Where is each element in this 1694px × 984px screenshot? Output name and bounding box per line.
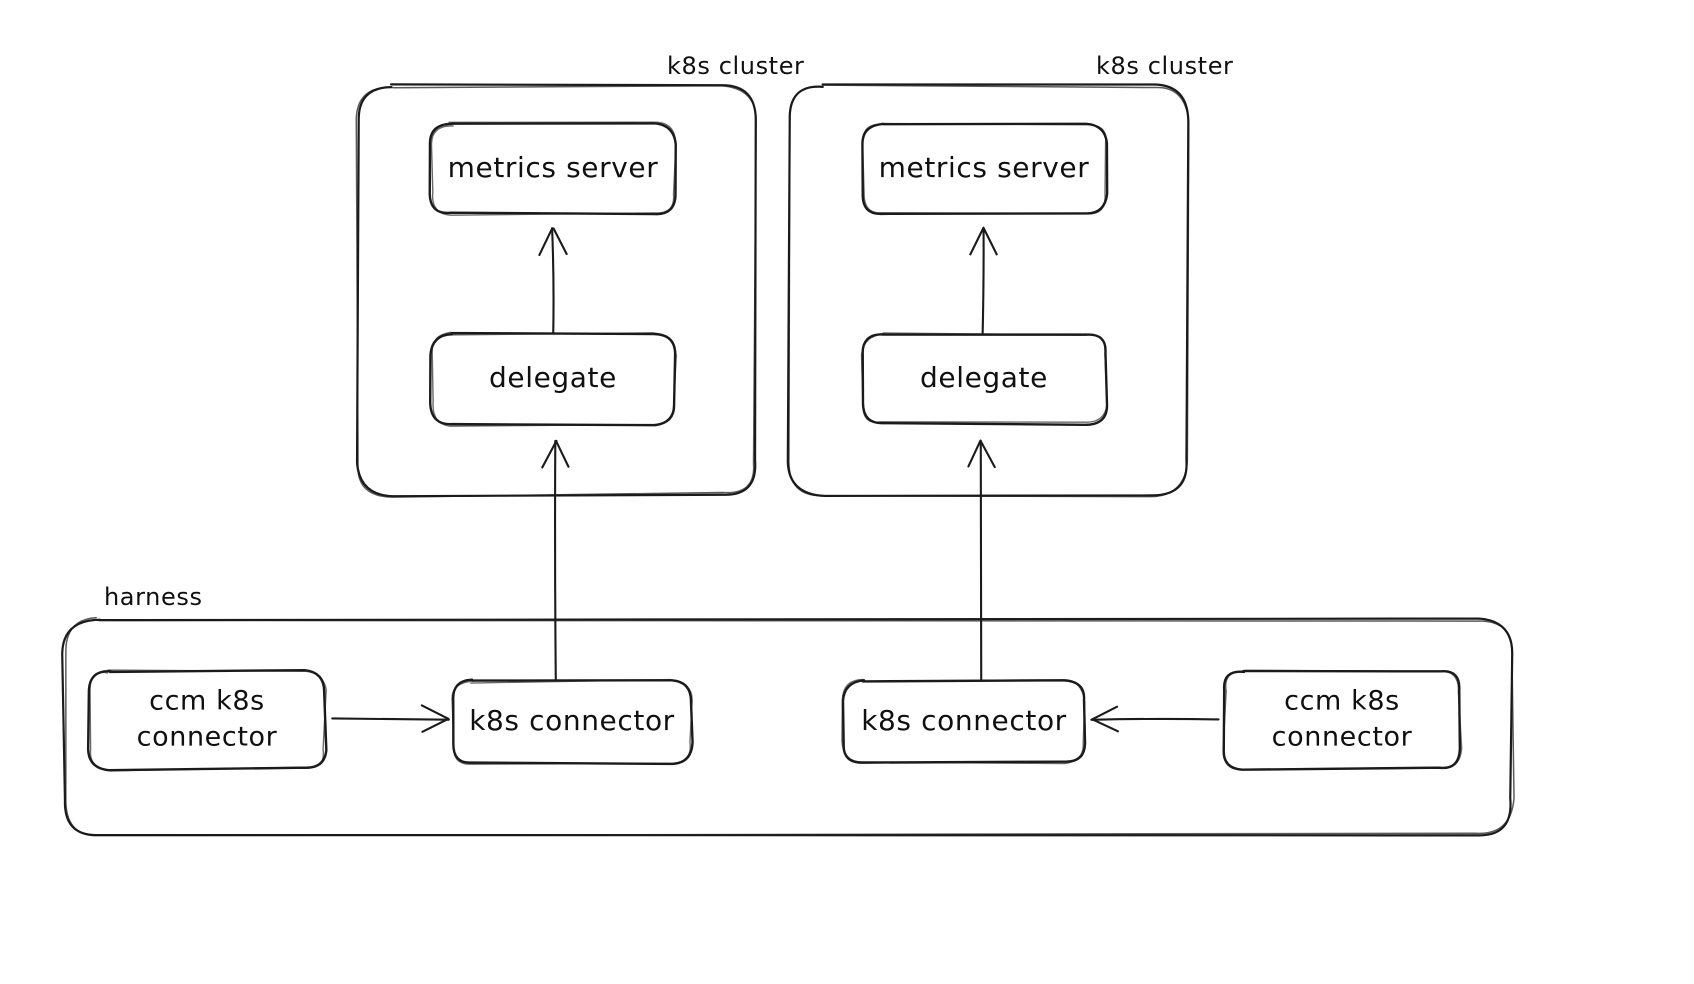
group-k8s-cluster-right: k8s cluster bbox=[786, 52, 1234, 498]
node-ccm-k8s-connector-right[interactable]: ccm k8s connector bbox=[1222, 669, 1463, 771]
node-fill bbox=[862, 124, 1106, 214]
node-label: connector bbox=[137, 722, 278, 753]
edge-delegate-right-to-metrics-server-right bbox=[969, 226, 998, 336]
arrowhead-stroke bbox=[538, 227, 554, 257]
node-k8s-connector-left[interactable]: k8s connector bbox=[451, 678, 694, 766]
edge-ccm-left-to-k8s-connector-left bbox=[331, 704, 450, 733]
node-delegate-left[interactable]: delegate bbox=[429, 331, 677, 427]
node-border-sketch bbox=[451, 678, 693, 765]
node-ccm-k8s-connector-left[interactable]: ccm k8s connector bbox=[86, 668, 328, 772]
edge-line bbox=[331, 717, 450, 721]
arrowhead-stroke bbox=[555, 440, 570, 468]
group-border-sketch bbox=[788, 84, 1190, 498]
node-metrics-server-right[interactable]: metrics server bbox=[861, 122, 1109, 216]
arrowhead-stroke bbox=[1091, 705, 1119, 721]
node-label: metrics server bbox=[879, 151, 1090, 184]
node-fill bbox=[1224, 671, 1460, 769]
group-border-sketch bbox=[65, 616, 1515, 837]
node-k8s-connector-right[interactable]: k8s connector bbox=[841, 678, 1087, 765]
node-label: ccm k8s bbox=[1284, 686, 1400, 717]
arrowhead-stroke bbox=[1091, 718, 1120, 733]
arrowhead-stroke bbox=[420, 704, 449, 720]
node-border-sketch bbox=[431, 331, 677, 427]
arrowhead-stroke bbox=[541, 439, 558, 469]
node-label: connector bbox=[1272, 722, 1413, 753]
node-fill bbox=[452, 681, 692, 763]
edge-line bbox=[551, 227, 555, 336]
node-label: k8s connector bbox=[469, 704, 675, 737]
node-fill bbox=[431, 124, 675, 214]
arrowhead-stroke bbox=[421, 717, 450, 733]
node-delegate-right[interactable]: delegate bbox=[860, 332, 1109, 427]
node-border-sketch bbox=[861, 122, 1107, 215]
node-label: delegate bbox=[920, 361, 1048, 394]
node-fill bbox=[862, 334, 1106, 424]
node-border bbox=[841, 679, 1087, 764]
edge-line bbox=[554, 439, 557, 683]
node-border bbox=[428, 122, 677, 216]
edge-line bbox=[1090, 717, 1220, 721]
arrowhead-stroke bbox=[969, 226, 985, 256]
group-k8s-cluster-left: k8s cluster bbox=[355, 52, 805, 498]
node-label: k8s connector bbox=[861, 704, 1067, 737]
edge-k8s-connector-left-to-delegate-left bbox=[541, 439, 570, 683]
edge-line bbox=[981, 227, 985, 336]
node-label: metrics server bbox=[448, 151, 659, 184]
node-fill bbox=[431, 334, 675, 424]
group-label: harness bbox=[104, 583, 203, 611]
edge-delegate-left-to-metrics-server-left bbox=[538, 227, 568, 336]
arrowhead-stroke bbox=[967, 439, 982, 468]
arrowhead-stroke bbox=[552, 227, 568, 256]
node-border-sketch bbox=[430, 121, 677, 216]
group-label: k8s cluster bbox=[667, 52, 805, 80]
edge-k8s-connector-right-to-delegate-right bbox=[967, 439, 996, 683]
node-label: delegate bbox=[489, 361, 617, 394]
node-metrics-server-left[interactable]: metrics server bbox=[428, 121, 677, 216]
group-harness: harness bbox=[61, 583, 1515, 837]
node-border-sketch bbox=[89, 669, 327, 772]
node-border-sketch bbox=[841, 678, 1086, 765]
group-border-sketch bbox=[355, 84, 757, 498]
node-border-sketch bbox=[1222, 669, 1463, 771]
arrowhead-stroke bbox=[979, 439, 996, 469]
edge-ccm-right-to-k8s-connector-right bbox=[1090, 705, 1220, 733]
arrowhead-stroke bbox=[982, 226, 998, 256]
node-fill bbox=[844, 681, 1084, 763]
node-label: ccm k8s bbox=[149, 686, 265, 717]
node-fill bbox=[89, 671, 325, 769]
group-label: k8s cluster bbox=[1096, 52, 1234, 80]
node-border-sketch bbox=[860, 332, 1108, 423]
